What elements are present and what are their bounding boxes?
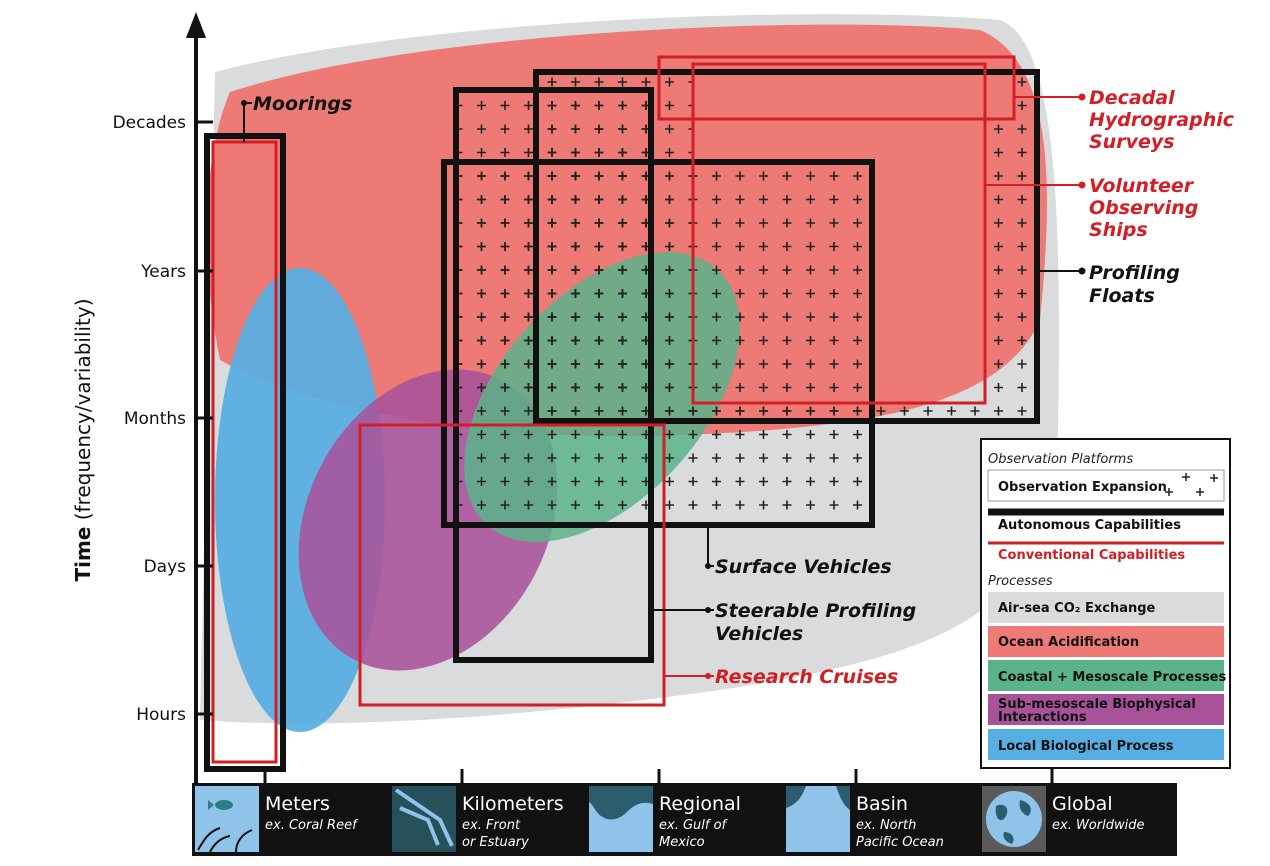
leader-lines (243, 96, 1082, 677)
globe-icon (986, 791, 1042, 847)
autonomous-box-profiling-floats (533, 69, 1040, 424)
scale-regional: Regional ex. Gulf of Mexico (589, 786, 741, 852)
y-tick-hours: Hours (136, 705, 186, 725)
legend-autonomous-label: Autonomous Capabilities (998, 518, 1181, 533)
y-tick-decades: Decades (113, 113, 187, 133)
y-tick-years: Years (140, 262, 186, 282)
label-steerable-vehicles: Steerable Profiling Vehicles (715, 600, 923, 645)
legend-platforms-heading: Observation Platforms (988, 452, 1133, 467)
scale-meters: Meters ex. Coral Reef (195, 786, 359, 853)
scale-global-sub1: ex. Worldwide (1052, 818, 1144, 833)
scale-basin-sub2: Pacific Ocean (856, 835, 944, 850)
label-research-cruises: Research Cruises (715, 666, 898, 688)
scale-meters-sub1: ex. Coral Reef (265, 818, 359, 833)
label-profiling-floats: Profiling Floats (1089, 262, 1187, 307)
legend-coastal-label: Coastal + Mesoscale Processes (998, 670, 1226, 685)
scale-basin: Basin ex. North Pacific Ocean (786, 786, 944, 852)
scale-global: Global ex. Worldwide (982, 786, 1144, 852)
scale-meters-title: Meters (265, 793, 330, 815)
x-scale-bar: Meters ex. Coral Reef Kilometers ex. Fro… (192, 769, 1177, 856)
scale-kilometers-sub2: or Estuary (462, 835, 529, 850)
scale-basin-sub1: ex. North (856, 818, 916, 833)
label-moorings: Moorings (253, 93, 352, 115)
legend-expansion-swatch (987, 469, 1225, 502)
scale-regional-sub2: Mexico (659, 835, 705, 850)
legend-conventional-label: Conventional Capabilities (998, 548, 1185, 563)
scale-kilometers-sub1: ex. Front (462, 818, 521, 833)
conventional-box-research-cruises (358, 423, 666, 707)
conventional-box-decadal-surveys (657, 55, 1016, 121)
legend-local-label: Local Biological Process (998, 739, 1174, 754)
autonomous-box-steerable-vehicles (453, 87, 654, 663)
coral-reef-icon (195, 786, 259, 852)
y-tick-months: Months (124, 409, 186, 429)
scale-regional-sub1: ex. Gulf of (659, 818, 729, 833)
label-decadal-surveys: Decadal Hydrographic Surveys (1089, 87, 1241, 153)
legend-coastal-swatch (988, 660, 1224, 691)
expansion-pattern-surface (446, 162, 871, 524)
legend-submeso-swatch (988, 694, 1224, 725)
label-surface-vehicles: Surface Vehicles (715, 556, 892, 578)
legend-co2-label: Air-sea CO₂ Exchange (998, 601, 1156, 616)
scale-global-title: Global (1052, 793, 1113, 815)
legend-expansion-label: Observation Expansion (998, 480, 1167, 495)
legend-plus-icon (1165, 473, 1218, 496)
legend-submeso-label: Sub-mesoscale Biophysical Interactions (998, 697, 1200, 725)
y-axis-title: Time (frequency/variability) (71, 298, 95, 581)
scale-regional-title: Regional (659, 793, 741, 815)
y-axis-ticks (196, 120, 213, 716)
legend-acid-swatch (988, 626, 1224, 657)
legend-local-swatch (988, 729, 1224, 760)
y-axis-arrowhead (186, 12, 206, 38)
x-scale-ticks (263, 769, 1054, 785)
label-volunteer-ships: Volunteer Observing Ships (1089, 175, 1205, 241)
legend: Observation Platforms Observation Expans… (980, 438, 1231, 769)
autonomous-box-surface-vehicles (441, 159, 875, 528)
leader-dots (241, 93, 1086, 679)
legend-co2-swatch (988, 592, 1224, 623)
scale-kilometers-title: Kilometers (462, 793, 564, 815)
conventional-box-volunteer-ships (691, 62, 987, 405)
legend-processes-heading: Processes (988, 574, 1053, 589)
legend-acid-label: Ocean Acidification (998, 635, 1139, 650)
scale-basin-title: Basin (856, 793, 908, 815)
scale-kilometers: Kilometers ex. Front or Estuary (392, 786, 564, 852)
y-tick-days: Days (144, 557, 187, 577)
